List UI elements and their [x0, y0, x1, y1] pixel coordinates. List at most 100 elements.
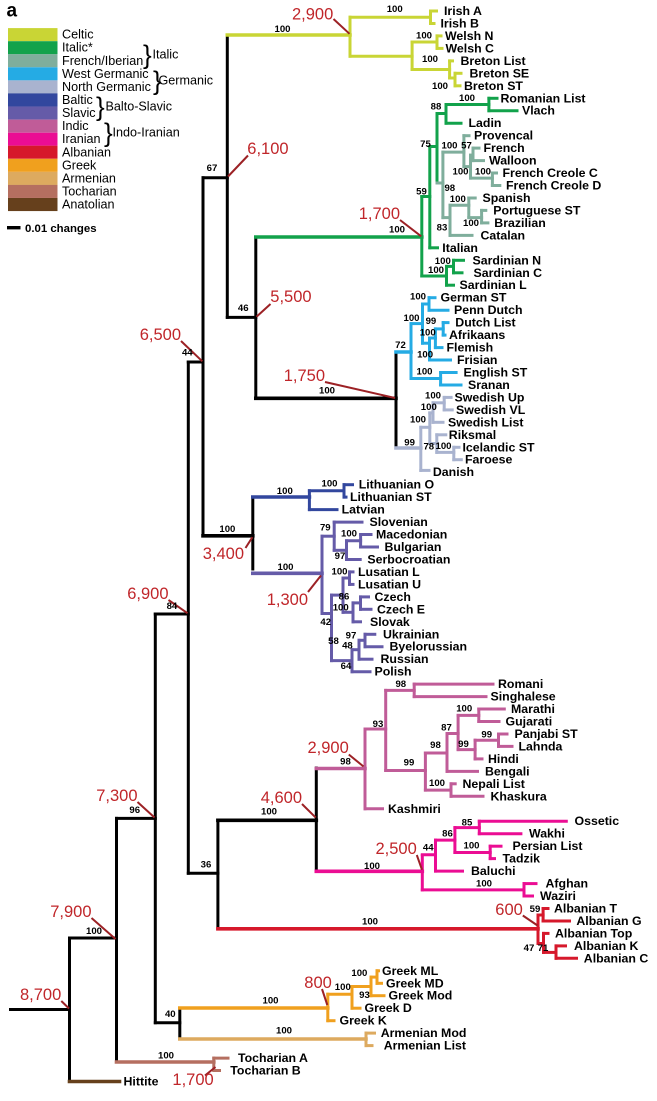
svg-text:Sranan: Sranan	[468, 378, 510, 392]
svg-text:Persian List: Persian List	[513, 839, 583, 853]
svg-text:99: 99	[458, 739, 469, 750]
svg-text:87: 87	[441, 723, 452, 734]
svg-text:Lusatian U: Lusatian U	[358, 577, 421, 591]
svg-text:Afghan: Afghan	[546, 877, 589, 891]
svg-text:100: 100	[362, 917, 378, 928]
svg-text:Marathi: Marathi	[511, 702, 555, 716]
svg-text:1,700: 1,700	[172, 1071, 213, 1089]
svg-text:Sardinian C: Sardinian C	[474, 266, 543, 280]
svg-text:French Creole C: French Creole C	[503, 166, 598, 180]
svg-text:100: 100	[420, 328, 436, 339]
svg-text:Ukrainian: Ukrainian	[383, 627, 439, 641]
svg-text:French/Iberian: French/Iberian	[62, 54, 143, 68]
svg-text:}: }	[153, 65, 162, 95]
svg-text:Slovak: Slovak	[370, 615, 410, 629]
svg-text:Sardinian N: Sardinian N	[473, 253, 542, 267]
svg-text:78: 78	[423, 442, 434, 453]
svg-text:100: 100	[459, 93, 475, 104]
svg-text:67: 67	[207, 163, 218, 174]
svg-text:Albanian Top: Albanian Top	[555, 926, 633, 940]
svg-text:Italian: Italian	[442, 241, 478, 255]
svg-text:0.01 changes: 0.01 changes	[25, 223, 97, 235]
svg-text:100: 100	[351, 968, 367, 979]
svg-text:100: 100	[416, 31, 432, 42]
svg-text:Catalan: Catalan	[481, 228, 526, 242]
svg-text:48: 48	[342, 640, 353, 651]
svg-text:47: 47	[524, 943, 535, 954]
svg-text:North Germanic: North Germanic	[62, 80, 151, 94]
svg-text:Celtic: Celtic	[62, 28, 94, 42]
svg-text:Bengali: Bengali	[485, 764, 530, 778]
svg-text:100: 100	[456, 704, 472, 715]
svg-text:Albanian: Albanian	[62, 145, 111, 159]
svg-text:Serbocroatian: Serbocroatian	[367, 553, 450, 567]
svg-text:Greek Mod: Greek Mod	[389, 989, 453, 1003]
svg-text:6,100: 6,100	[247, 140, 288, 158]
svg-text:Lusatian L: Lusatian L	[358, 565, 420, 579]
svg-text:Nepali List: Nepali List	[463, 777, 525, 791]
svg-text:Latvian: Latvian	[342, 503, 385, 517]
svg-text:86: 86	[442, 829, 453, 840]
svg-text:84: 84	[167, 601, 178, 612]
svg-text:2,900: 2,900	[308, 739, 349, 757]
svg-text:100: 100	[421, 402, 437, 413]
svg-text:Indo-Iranian: Indo-Iranian	[113, 126, 180, 140]
svg-text:6,900: 6,900	[127, 585, 168, 603]
svg-text:Balto-Slavic: Balto-Slavic	[106, 100, 173, 114]
svg-text:Italic*: Italic*	[62, 41, 93, 55]
svg-text:100: 100	[475, 166, 491, 177]
svg-text:59: 59	[416, 187, 427, 198]
svg-text:Danish: Danish	[433, 465, 474, 479]
svg-text:100: 100	[417, 350, 433, 361]
svg-text:Iranian: Iranian	[62, 132, 101, 146]
svg-text:Romani: Romani	[498, 677, 543, 691]
svg-text:Hittite: Hittite	[124, 1075, 159, 1089]
svg-text:Kashmiri: Kashmiri	[388, 802, 441, 816]
svg-text:Tocharian: Tocharian	[62, 185, 117, 199]
svg-text:100: 100	[410, 292, 426, 303]
svg-text:100: 100	[416, 367, 432, 378]
svg-text:Hindi: Hindi	[488, 752, 519, 766]
svg-text:Indic: Indic	[62, 119, 89, 133]
svg-text:Slavic: Slavic	[62, 106, 96, 120]
svg-text:100: 100	[425, 391, 441, 402]
svg-text:600: 600	[495, 901, 523, 919]
svg-text:96: 96	[129, 805, 140, 816]
svg-text:100: 100	[364, 861, 380, 872]
svg-text:98: 98	[430, 740, 441, 751]
svg-text:99: 99	[426, 316, 437, 327]
svg-text:Russian: Russian	[381, 652, 429, 666]
svg-text:Armenian Mod: Armenian Mod	[381, 1026, 467, 1040]
svg-text:98: 98	[444, 183, 455, 194]
svg-text:Khaskura: Khaskura	[491, 789, 547, 803]
svg-text:100: 100	[277, 562, 293, 573]
svg-text:Swedish VL: Swedish VL	[456, 403, 526, 417]
svg-text:Swedish Up: Swedish Up	[455, 390, 525, 404]
svg-text:Swedish List: Swedish List	[448, 415, 523, 429]
svg-text:93: 93	[359, 990, 370, 1001]
svg-text:100: 100	[319, 386, 335, 397]
svg-text:Romanian List: Romanian List	[501, 91, 586, 105]
svg-text:5,500: 5,500	[270, 288, 311, 306]
svg-text:Penn Dutch: Penn Dutch	[454, 303, 523, 317]
svg-text:Czech E: Czech E	[377, 602, 425, 616]
svg-text:100: 100	[333, 603, 349, 614]
svg-text:57: 57	[461, 141, 472, 152]
svg-text:Flemish: Flemish	[447, 341, 494, 355]
svg-text:46: 46	[238, 303, 249, 314]
svg-text:Tocharian A: Tocharian A	[238, 1051, 308, 1065]
svg-text:Tocharian B: Tocharian B	[230, 1064, 301, 1078]
svg-text:88: 88	[431, 102, 442, 113]
svg-text:4,600: 4,600	[261, 789, 302, 807]
svg-text:100: 100	[262, 996, 278, 1007]
svg-text:7,300: 7,300	[96, 787, 137, 805]
svg-text:64: 64	[341, 661, 352, 672]
svg-text:Anatolian: Anatolian	[62, 198, 115, 212]
svg-text:2,900: 2,900	[292, 6, 333, 24]
svg-text:2,500: 2,500	[376, 840, 417, 858]
svg-text:Polish: Polish	[375, 665, 412, 679]
svg-text:58: 58	[328, 636, 339, 647]
svg-text:100: 100	[331, 567, 347, 578]
svg-text:Brazilian: Brazilian	[494, 216, 545, 230]
svg-text:Breton SE: Breton SE	[470, 66, 530, 80]
